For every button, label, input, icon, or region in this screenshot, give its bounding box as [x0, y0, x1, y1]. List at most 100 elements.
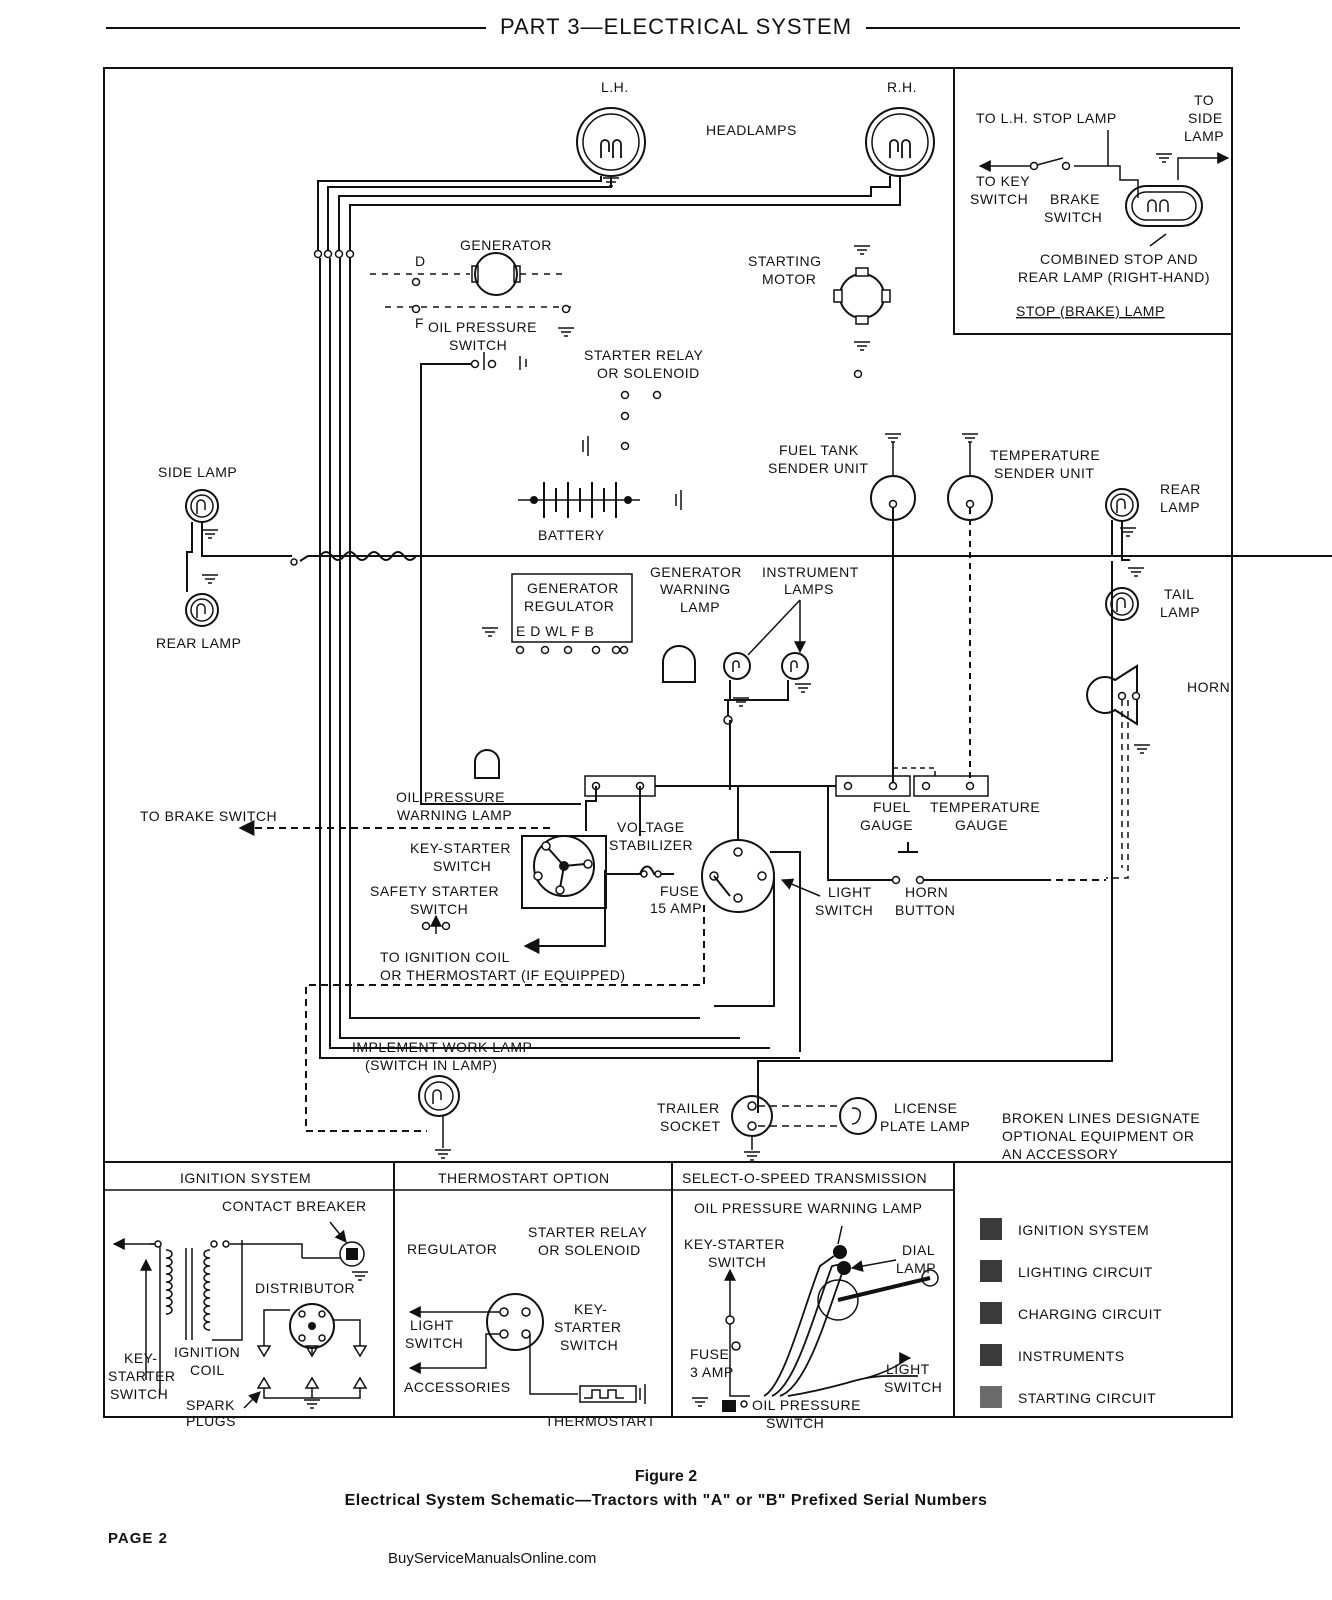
ignition-panel-title: IGNITION SYSTEM — [180, 1170, 311, 1186]
to-lh-stop-lamp-label: TO L.H. STOP LAMP — [976, 110, 1117, 126]
fuel-tank-sender-label-1: FUEL TANK — [779, 442, 859, 458]
to-key-switch-label-2: SWITCH — [970, 191, 1028, 207]
starter-relay-icon — [620, 390, 662, 451]
starting-motor-label-1: STARTING — [748, 253, 822, 269]
main-diagram-frame — [103, 67, 1233, 1163]
tail-lamp-label-1: TAIL — [1164, 586, 1195, 602]
legend-charging-circuit: CHARGING CIRCUIT — [1018, 1306, 1162, 1322]
page-header: PART 3—ELECTRICAL SYSTEM — [106, 14, 1240, 40]
rear-lamp-right-label-1: REAR — [1160, 481, 1201, 497]
oil-pressure-warning-lamp-label-2: WARNING LAMP — [397, 807, 512, 823]
safety-starter-switch-label-2: SWITCH — [410, 901, 468, 917]
implement-work-lamp-label-2: (SWITCH IN LAMP) — [365, 1057, 497, 1073]
sub-panels-frame — [103, 1161, 1233, 1418]
legend-starting-circuit: STARTING CIRCUIT — [1018, 1390, 1156, 1406]
sos-dial-lamp-label-2: LAMP — [896, 1260, 936, 1276]
contact-breaker-label: CONTACT BREAKER — [222, 1198, 367, 1214]
spark-plugs-label-1: SPARK — [186, 1397, 235, 1413]
light-switch-label-1: LIGHT — [828, 884, 872, 900]
broken-lines-note-1: BROKEN LINES DESIGNATE — [1002, 1110, 1200, 1126]
header-rule-left — [106, 27, 486, 29]
generator-regulator-label-2: REGULATOR — [524, 598, 614, 614]
to-ignition-coil-label-2: OR THERMOSTART (IF EQUIPPED) — [380, 967, 626, 983]
rear-lamp-left-icon — [185, 574, 219, 627]
broken-lines-note-2: OPTIONAL EQUIPMENT OR — [1002, 1128, 1195, 1144]
legend-swatch-charging — [980, 1302, 1002, 1324]
instrument-lamps-label-2: LAMPS — [784, 581, 834, 597]
contact-breaker-icon — [329, 1221, 369, 1281]
key-starter-switch-label-2: SWITCH — [433, 858, 491, 874]
horn-button-label-2: BUTTON — [895, 902, 955, 918]
legend: IGNITION SYSTEM LIGHTING CIRCUIT CHARGIN… — [980, 1218, 1162, 1408]
generator-warning-lamp-label-2: WARNING — [660, 581, 731, 597]
legend-swatch-ignition — [980, 1218, 1002, 1240]
implement-work-lamp-label-1: IMPLEMENT WORK LAMP — [352, 1039, 532, 1055]
spark-plugs-icon — [256, 1376, 368, 1409]
license-plate-lamp-label-2: PLATE LAMP — [880, 1118, 970, 1134]
brake-switch-icon — [1029, 157, 1071, 171]
thermostart-light-switch-label-2: SWITCH — [405, 1335, 463, 1351]
ignition-key-starter-label-2: STARTER — [108, 1368, 176, 1384]
broken-lines-note-3: AN ACCESSORY — [1002, 1146, 1118, 1162]
distributor-icon — [256, 1303, 368, 1358]
headlamp-rh-label: R.H. — [887, 79, 917, 95]
legend-swatch-starting — [980, 1386, 1002, 1408]
starter-relay-label-1: STARTER RELAY — [584, 347, 703, 363]
charging-wires — [370, 273, 575, 308]
temperature-sender-label-2: SENDER UNIT — [994, 465, 1094, 481]
legend-ignition-system: IGNITION SYSTEM — [1018, 1222, 1149, 1238]
thermostart-key-starter-label-2: STARTER — [554, 1319, 622, 1335]
generator-terminal-f: F — [415, 315, 424, 331]
headlamps-label: HEADLAMPS — [706, 122, 797, 138]
fuse-label-2: 15 AMP — [650, 900, 702, 916]
to-ignition-coil-label-1: TO IGNITION COIL — [380, 949, 510, 965]
license-plate-lamp-label-1: LICENSE — [894, 1100, 957, 1116]
instrument-lamp-2-icon — [781, 652, 812, 693]
thermostart-key-starter-label-3: SWITCH — [560, 1337, 618, 1353]
instrument-lamps-label-1: INSTRUMENT — [762, 564, 859, 580]
sos-fuse-label-1: FUSE — [690, 1346, 729, 1362]
sos-oil-pressure-switch-icon — [691, 1397, 748, 1412]
generator-label: GENERATOR — [460, 237, 552, 253]
ignition-coil-label-2: COIL — [190, 1362, 225, 1378]
key-starter-switch-icon — [521, 835, 607, 909]
horn-icon — [1086, 664, 1151, 754]
sos-oil-pressure-switch-label-2: SWITCH — [766, 1415, 824, 1431]
page-title: PART 3—ELECTRICAL SYSTEM — [486, 14, 866, 40]
battery-label: BATTERY — [538, 527, 605, 543]
sos-key-starter-label-2: SWITCH — [708, 1254, 766, 1270]
generator-warning-lamp-label-3: LAMP — [680, 599, 720, 615]
horn-button-icon — [891, 842, 925, 885]
header-rule-right — [846, 27, 1240, 29]
thermostart-label: THERMOSTART — [545, 1413, 656, 1429]
horn-button-label-1: HORN — [905, 884, 948, 900]
headlamp-rh-icon — [865, 107, 935, 177]
thermostart-key-switch-icon — [486, 1293, 544, 1351]
thermostart-starter-relay-label-1: STARTER RELAY — [528, 1224, 647, 1240]
regulator-terminals: E D WL F B — [516, 623, 594, 639]
implement-work-lamp-icon — [418, 1075, 460, 1159]
ignition-key-starter-label-3: SWITCH — [110, 1386, 168, 1402]
legend-swatch-lighting — [980, 1260, 1002, 1282]
headlamp-lh-icon — [576, 107, 646, 187]
stop-lamp-icon — [1125, 153, 1203, 227]
trailer-socket-icon — [731, 1095, 773, 1161]
combined-label-1: COMBINED STOP AND — [1040, 251, 1198, 267]
generator-warning-lamp-label-1: GENERATOR — [650, 564, 742, 580]
rear-lamp-right-label-2: LAMP — [1160, 499, 1200, 515]
spark-plugs-label-2: PLUGS — [186, 1413, 236, 1429]
starting-motor-icon — [833, 245, 891, 379]
legend-instruments: INSTRUMENTS — [1018, 1348, 1125, 1364]
side-lamp-label: SIDE LAMP — [158, 464, 237, 480]
temperature-gauge-label-2: GAUGE — [955, 817, 1008, 833]
voltage-stabilizer-label-1: VOLTAGE — [617, 819, 685, 835]
to-side-lamp-label-2: SIDE — [1188, 110, 1223, 126]
rear-lamp-left-label: REAR LAMP — [156, 635, 241, 651]
figure-number: Figure 2 — [634, 1468, 698, 1485]
distributor-label: DISTRIBUTOR — [255, 1280, 355, 1296]
generator-regulator-label-1: GENERATOR — [527, 580, 619, 596]
starter-relay-label-2: OR SOLENOID — [597, 365, 700, 381]
legend-swatch-instruments — [980, 1344, 1002, 1366]
ignition-coil-label-1: IGNITION — [174, 1344, 240, 1360]
thermostart-panel-title: THERMOSTART OPTION — [438, 1170, 610, 1186]
